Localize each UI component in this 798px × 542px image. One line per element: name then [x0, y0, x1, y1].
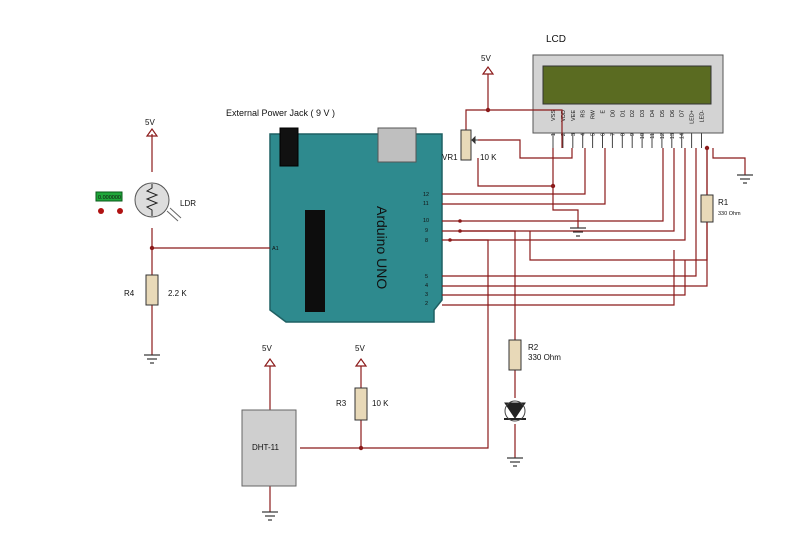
lcd-pin-name-4: RS: [581, 110, 587, 118]
led: [504, 400, 526, 422]
lcd-module: LCD VSS 1 VDD 2 VEE 3 RS 4 RW 5 E 6 D0 7 D1 8 D2 9 D3 10 D4 1…: [532, 34, 724, 148]
resistor-r3: R3 10 K: [336, 387, 389, 421]
arduino-pin-3: 3: [425, 292, 428, 298]
ldr-sensor: 0.000000 LDR: [95, 182, 196, 222]
ldr-readout: 0.000000: [98, 195, 121, 201]
dht-label: DHT-11: [252, 443, 280, 452]
arduino-pin-4: 4: [425, 283, 428, 289]
ldr-label: LDR: [180, 199, 196, 208]
lcd-label: LCD: [546, 34, 566, 45]
power-5v-ldr: 5V: [145, 118, 159, 137]
r3-value: 10 K: [372, 399, 389, 408]
lcd-pin-number-12: 12: [660, 133, 666, 139]
r1-value: 330 Ohm: [718, 211, 741, 217]
dht11-sensor: DHT-11: [241, 409, 297, 487]
usb-port: [377, 127, 417, 163]
ground-vss: [570, 227, 586, 237]
arduino-digital-pins: 12 11 10 9 8 5 4 3 2: [423, 192, 429, 307]
lcd-pin-number-11: 11: [650, 133, 656, 139]
ldr-readout-box: [95, 191, 123, 202]
vr1-value: 10 K: [480, 153, 497, 162]
lcd-pin-name-9: D2: [630, 110, 636, 117]
v-dht-label: 5V: [262, 344, 272, 353]
pin-a1-label: A1: [272, 246, 279, 252]
lcd-pin-number-1: 1: [551, 133, 557, 136]
lcd-screen: [542, 65, 712, 105]
lcd-pin-number-7: 7: [610, 133, 616, 136]
ldr-button-left: [98, 208, 104, 214]
lcd-pin-labels: VSS 1 VDD 2 VEE 3 RS 4 RW 5 E 6 D0 7 D1 8 D2 9 D3 10 D4 11 D5 1…: [551, 109, 706, 148]
lcd-pin-number-10: 10: [640, 133, 646, 139]
v-ldr-label: 5V: [145, 118, 155, 127]
arduino-pin-5: 5: [425, 274, 428, 280]
lcd-pin-name-10: D3: [640, 110, 646, 117]
arduino-label: Arduino UNO: [374, 206, 390, 289]
arduino-pin-2: 2: [425, 301, 428, 307]
arduino-board: Arduino UNO A1 12 11 10 9 8 5 4 3 2: [269, 127, 443, 323]
lcd-pin-name-6: E: [601, 110, 607, 114]
vr1-label: VR1: [442, 153, 458, 162]
r3-label: R3: [336, 399, 347, 408]
wires: [151, 74, 746, 512]
lcd-pin-number-14: 14: [680, 133, 686, 139]
resistor-r4: R4 2.2 K: [124, 274, 187, 306]
microcontroller-chip: [305, 210, 325, 312]
power-jack: [279, 127, 299, 167]
lcd-pin-name-1: VSS: [551, 110, 557, 121]
ldr-body: [134, 182, 170, 218]
lcd-pin-name-8: D1: [620, 110, 626, 117]
lcd-pin-name-3: VEE: [571, 110, 577, 121]
lcd-pin-number-4: 4: [581, 133, 587, 136]
lcd-pin-name-15: LED+: [690, 110, 696, 124]
ground-ldr: [144, 354, 160, 364]
lcd-pin-number-5: 5: [591, 133, 597, 136]
resistor-r2: R2 330 Ohm: [508, 339, 561, 371]
ground-led-minus: [737, 174, 753, 184]
r2-value: 330 Ohm: [528, 353, 561, 362]
r4-value: 2.2 K: [168, 289, 187, 298]
lcd-pin-name-13: D6: [670, 110, 676, 117]
r2-label: R2: [528, 343, 539, 352]
power-5v-dht: 5V: [262, 344, 277, 367]
resistor-r1: R1 330 Ohm: [700, 194, 741, 223]
ground-dht: [262, 511, 278, 521]
lcd-pin-number-6: 6: [601, 133, 607, 136]
arduino-pin-10: 10: [423, 218, 429, 224]
v-r3-label: 5V: [355, 344, 365, 353]
power-5v-vr1: 5V: [481, 54, 495, 75]
lcd-pin-name-14: D7: [680, 110, 686, 117]
r4-label: R4: [124, 289, 135, 298]
power-jack-label: External Power Jack ( 9 V ): [226, 108, 335, 118]
lcd-pin-name-12: D5: [660, 110, 666, 117]
arduino-pin-8: 8: [425, 238, 428, 244]
lcd-pin-number-13: 13: [670, 133, 676, 139]
lcd-pin-name-16: LED-: [700, 110, 706, 123]
junctions: [149, 107, 710, 451]
lcd-pin-name-7: D0: [610, 110, 616, 117]
lcd-pin-number-9: 9: [630, 133, 636, 136]
potentiometer-vr1: VR1 10 K: [442, 129, 497, 162]
power-5v-r3: 5V: [354, 344, 368, 367]
arduino-pin-12: 12: [423, 192, 429, 198]
lcd-pin-name-5: RW: [591, 109, 597, 119]
ground-led: [507, 457, 523, 467]
v-vr1-label: 5V: [481, 54, 491, 63]
r1-label: R1: [718, 198, 729, 207]
lcd-pin-number-3: 3: [571, 133, 577, 136]
lcd-pin-number-8: 8: [620, 133, 626, 136]
lcd-pin-name-2: VDD: [561, 110, 567, 122]
arduino-pin-9: 9: [425, 228, 428, 234]
lcd-pin-name-11: D4: [650, 110, 656, 117]
lcd-pin-number-2: 2: [561, 133, 567, 136]
ldr-button-right: [117, 208, 123, 214]
arduino-pin-11: 11: [423, 201, 429, 207]
